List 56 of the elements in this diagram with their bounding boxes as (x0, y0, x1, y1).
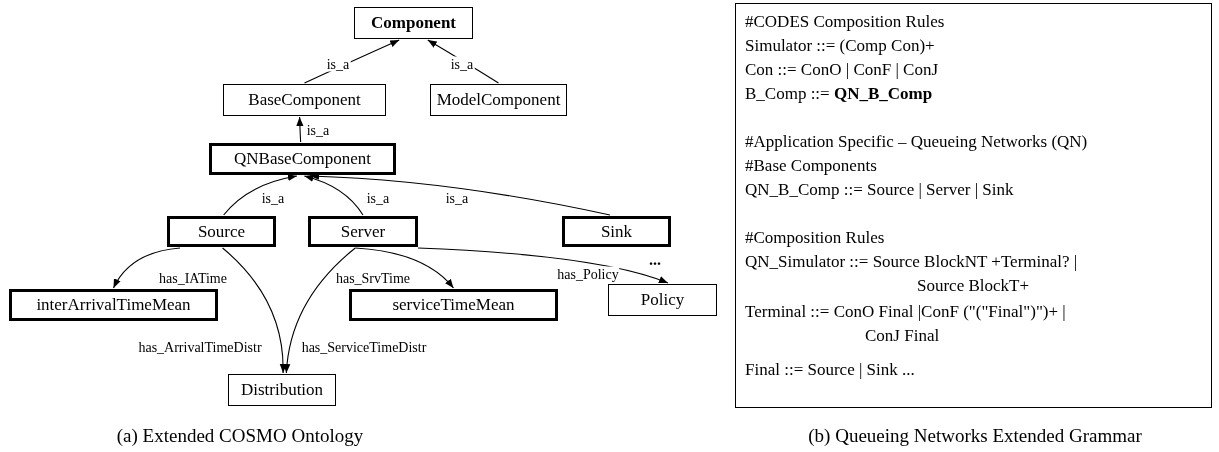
edge-label: has_ServiceTimeDistr (300, 339, 428, 355)
class-name: Source (197, 221, 246, 242)
class-box (608, 284, 717, 316)
arrow (296, 116, 304, 143)
class-box (354, 7, 473, 39)
grammar-rule: #Base Components (745, 155, 878, 177)
grammar-rule: QN_Simulator ::= Source BlockNT +Terminal? | Source BlockT+ (745, 251, 1079, 297)
grammar-rule: #CODES Composition Rules (745, 11, 946, 33)
arrow (222, 247, 287, 374)
figure-caption: (b) Queueing Networks Extended Grammar (808, 425, 1142, 447)
arrow (303, 174, 364, 216)
class-name: ModelComponent (436, 90, 561, 110)
class-box (349, 289, 558, 321)
edge-label: has_Policy (556, 266, 620, 282)
class-box (9, 289, 218, 321)
arrow (354, 247, 455, 289)
class-name: Policy (640, 290, 685, 310)
class-box (228, 374, 336, 406)
edge-label: is_a (305, 122, 331, 138)
grammar-rule: Terminal ::= ConO Final |ConF ("("Final")")+ | ConJ Final (745, 301, 1067, 347)
class-box (308, 216, 418, 247)
class-name: interArrivalTimeMean (36, 295, 191, 315)
grammar-rule: #Composition Rules (745, 227, 886, 249)
class-name: Component (371, 13, 456, 33)
class-box (209, 143, 396, 175)
class-box (167, 216, 276, 247)
grammar-rule: QN_B_Comp ::= Source | Server | Sink (745, 179, 1015, 201)
class-name: Distribution (240, 380, 324, 400)
class-name: BaseComponent (248, 90, 361, 110)
edge-label: is_a (449, 56, 475, 72)
class-name: QNBaseComponent (234, 149, 371, 169)
class-box (223, 84, 386, 116)
grammar-rule: #Application Specific – Queueing Networks (QN) (745, 131, 1089, 153)
class-box (562, 216, 671, 247)
grammar-rule: B_Comp ::= QN_B_Comp (745, 83, 934, 105)
grammar-panel (735, 3, 1212, 408)
grammar-rule: Con ::= ConO | ConF | ConJ (745, 59, 940, 81)
figure-caption: (a) Extended COSMO Ontology (116, 425, 364, 447)
arrow (283, 247, 356, 374)
arrow (223, 174, 298, 216)
class-name: Sink (600, 221, 633, 242)
arrow (112, 247, 181, 289)
edge-label: has_SrvTime (334, 270, 412, 286)
ellipsis-note: ... (649, 251, 661, 269)
class-name: serviceTimeMean (392, 295, 515, 315)
edge-label: is_a (444, 190, 470, 206)
grammar-rule: Final ::= Source | Sink ... (745, 359, 916, 381)
edge-label: is_a (325, 56, 351, 72)
edge-label: has_ArrivalTimeDistr (137, 339, 263, 355)
edge-label: is_a (260, 190, 286, 206)
edge-label: is_a (365, 190, 391, 206)
class-name: Server (340, 221, 386, 242)
arrow (417, 247, 669, 284)
edge-label: has_IATime (158, 270, 228, 286)
class-box (430, 84, 567, 116)
grammar-rule: Simulator ::= (Comp Con)+ (745, 35, 936, 57)
